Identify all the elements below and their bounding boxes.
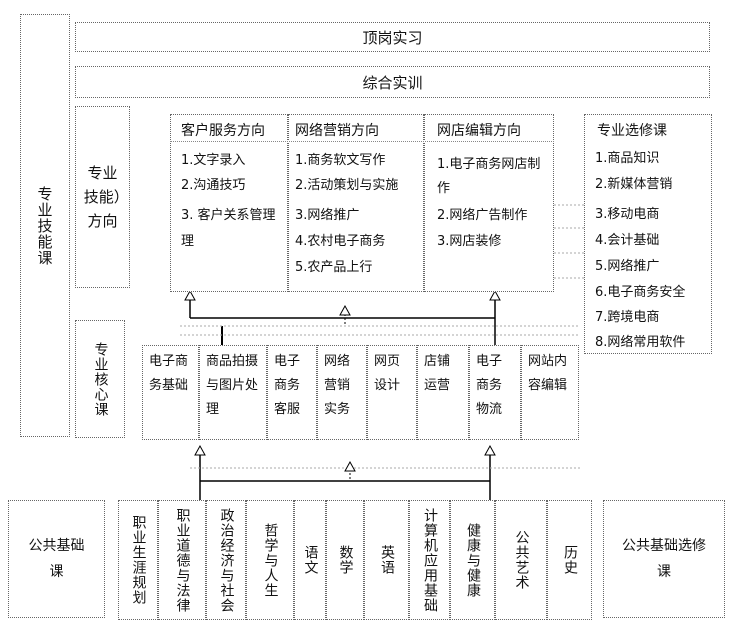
public-course: 语文	[294, 500, 326, 620]
core-course: 电子商务客服	[267, 345, 317, 440]
core-course-label: 商品拍摄与图片处理	[206, 354, 259, 417]
public-basic-label: 公共基础课	[28, 538, 85, 580]
public-course-label: 计算机应用基础	[422, 507, 438, 613]
core-course-label: 网页设计	[374, 354, 401, 393]
core-course: 电子商务物流	[469, 345, 521, 440]
core-course: 电子商务基础	[142, 345, 199, 440]
public-course-label: 健康与健康	[465, 522, 481, 598]
public-course-label: 公共艺术	[513, 530, 530, 590]
public-course-label: 英语	[379, 545, 395, 575]
core-course: 商品拍摄与图片处理	[199, 345, 267, 440]
core-course-label: 电子商务客服	[274, 354, 301, 417]
public-elective-label-box: 公共基础选修课	[603, 500, 725, 618]
professional-skills-label: 专业技能课	[35, 185, 54, 266]
public-course-label: 数学	[337, 545, 354, 575]
elective-item: 7.跨境电商	[595, 310, 660, 325]
core-course-label: 店铺运营	[424, 354, 451, 393]
core-course-label: 网站内容编辑	[528, 354, 568, 393]
electives-panel: 专业选修课 1.商品知识 2.新媒体营销 3.移动电商 4.会计基础 5.网络推…	[584, 114, 712, 354]
direction-item: 2.沟通技巧	[181, 178, 246, 193]
public-course-label: 历史	[562, 545, 578, 575]
public-course: 政治经济与社会	[206, 500, 246, 620]
arrow-head	[484, 444, 496, 456]
public-course-label: 职业生涯规划	[130, 515, 147, 605]
core-course-label: 网络营销实务	[324, 354, 351, 417]
core-course-label: 电子商务物流	[476, 354, 503, 417]
direction-item: 3. 客户关系管理	[181, 208, 276, 223]
direction-item: 1.商务软文写作	[295, 153, 386, 168]
direction-item: 1.电子商务网店制作	[437, 157, 541, 196]
arrow-head	[194, 444, 206, 456]
public-course-label: 语文	[302, 545, 319, 575]
public-course: 职业生涯规划	[118, 500, 158, 620]
public-course-label: 哲学与人生	[262, 522, 279, 598]
elective-item: 5.网络推广	[595, 259, 660, 274]
arrow-head	[184, 289, 196, 301]
internship-bar: 顶岗实习	[75, 22, 710, 52]
direction-label-box: 专业 技能）方向	[75, 106, 130, 288]
arrow-head	[339, 304, 351, 316]
direction-header-divider	[170, 141, 554, 142]
core-label: 专业核心课	[92, 341, 109, 417]
direction-label: 专业 技能）方向	[83, 164, 122, 230]
direction-item: 1.文字录入	[181, 153, 246, 168]
core-label-box: 专业核心课	[75, 320, 125, 438]
direction-title: 网店编辑方向	[437, 123, 521, 139]
direction-title: 客户服务方向	[181, 123, 265, 139]
core-course: 网络营销实务	[317, 345, 367, 440]
direction-item: 3.网店装修	[437, 234, 502, 249]
elective-item: 3.移动电商	[595, 207, 660, 222]
public-course: 英语	[364, 500, 409, 620]
direction-store-editing: 网店编辑方向 1.电子商务网店制作 2.网络广告制作 3.网店装修	[424, 114, 554, 292]
public-basic-label-box: 公共基础课	[8, 500, 105, 618]
core-course: 店铺运营	[417, 345, 469, 440]
public-course: 历史	[547, 500, 592, 620]
direction-item: 3.网络推广	[295, 208, 360, 223]
public-course: 公共艺术	[495, 500, 547, 620]
elective-item: 8.网络常用软件	[595, 335, 686, 350]
internship-label: 顶岗实习	[362, 28, 423, 47]
direction-item-continuation: 理	[181, 234, 195, 249]
core-course: 网页设计	[367, 345, 417, 440]
public-course-label: 职业道德与法律	[174, 507, 191, 613]
elective-item: 4.会计基础	[595, 233, 660, 248]
public-course: 计算机应用基础	[409, 500, 450, 620]
direction-item: 2.网络广告制作	[437, 208, 528, 223]
elective-item: 1.商品知识	[595, 151, 660, 166]
training-label: 综合实训	[362, 73, 423, 92]
public-elective-label: 公共基础选修课	[622, 538, 706, 580]
direction-customer-service: 客户服务方向 1.文字录入 2.沟通技巧 3. 客户关系管理 理	[170, 114, 288, 292]
direction-title: 网络营销方向	[295, 123, 379, 139]
training-bar: 综合实训	[75, 66, 710, 98]
core-course: 网站内容编辑	[521, 345, 579, 440]
elective-item: 2.新媒体营销	[595, 177, 673, 192]
public-course: 职业道德与法律	[158, 500, 206, 620]
direction-item: 4.农村电子商务	[295, 234, 386, 249]
public-course-label: 政治经济与社会	[218, 507, 235, 613]
arrow-head	[344, 460, 356, 472]
core-course-label: 电子商务基础	[149, 354, 189, 393]
arrow-head	[489, 289, 501, 301]
public-course: 健康与健康	[450, 500, 495, 620]
public-course: 哲学与人生	[246, 500, 294, 620]
elective-item: 6.电子商务安全	[595, 285, 686, 300]
direction-item: 2.活动策划与实施	[295, 178, 399, 193]
public-course: 数学	[326, 500, 364, 620]
direction-network-marketing: 网络营销方向 1.商务软文写作 2.活动策划与实施 3.网络推广 4.农村电子商…	[288, 114, 424, 292]
professional-skills-label-box: 专业技能课	[20, 14, 70, 437]
electives-title: 专业选修课	[597, 123, 667, 139]
direction-item: 5.农产品上行	[295, 260, 373, 275]
